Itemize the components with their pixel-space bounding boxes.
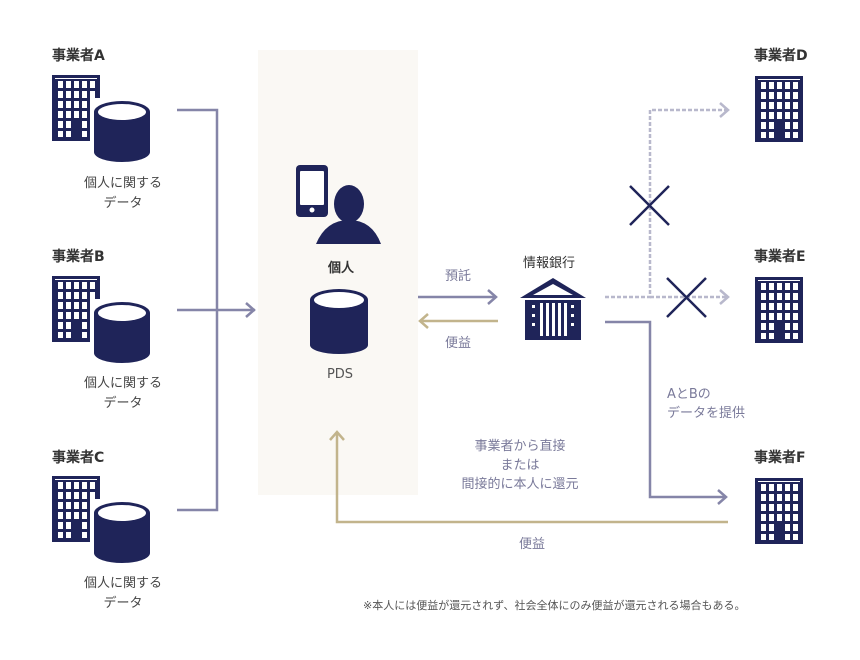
- phone-icon: [296, 165, 328, 217]
- benefit-from-bank-arrow: [418, 313, 498, 329]
- provider-a-data-label: 個人に関する データ: [68, 174, 178, 214]
- pds-database-icon: [310, 289, 368, 354]
- data-label-line: 個人に関する: [83, 576, 162, 591]
- pds-panel: [258, 50, 418, 495]
- provider-e-building-icon: [755, 277, 803, 343]
- provider-c-data-label: 個人に関する データ: [68, 574, 178, 614]
- dotted-arrowheads: [719, 102, 730, 305]
- benefit-return-arrow: [329, 430, 728, 524]
- provider-f-building-icon: [755, 478, 803, 544]
- deposit-label: 預託: [444, 269, 471, 284]
- pds-label: PDS: [326, 367, 354, 382]
- provide-line: データを提供: [667, 406, 746, 421]
- footnote: ※本人には便益が還元されず、社会全体にのみ便益が還元される場合もある。: [363, 599, 746, 612]
- data-label-line: 個人に関する: [83, 176, 162, 191]
- provide-line: AとBの: [667, 387, 711, 402]
- benefit-bottom-label: 便益: [518, 537, 545, 552]
- provider-f-label: 事業者F: [754, 450, 806, 466]
- data-label-line: データ: [103, 196, 143, 211]
- bank-icon: [520, 278, 586, 340]
- return-line: または: [500, 458, 540, 473]
- data-label-line: データ: [103, 396, 143, 411]
- return-line: 間接的に本人に還元: [461, 477, 579, 492]
- person-icon: [316, 185, 381, 244]
- provider-to-pds-arrow: [177, 108, 256, 512]
- return-description: 事業者から直接 または 間接的に本人に還元: [440, 437, 600, 494]
- information-bank-label: 情報銀行: [523, 256, 576, 271]
- provider-a-icon: [52, 75, 154, 168]
- dotted-flow-to-d-e: [605, 108, 728, 299]
- provider-b-label: 事業者B: [52, 249, 105, 265]
- provider-b-data-label: 個人に関する データ: [68, 374, 178, 414]
- provider-c-label: 事業者C: [52, 450, 105, 466]
- benefit-label: 便益: [444, 336, 471, 351]
- deposit-arrow: [418, 289, 498, 305]
- provider-d-building-icon: [755, 76, 803, 142]
- provide-to-f-arrow: [605, 320, 728, 505]
- provider-c-icon: [52, 476, 154, 569]
- provider-d-label: 事業者D: [754, 48, 808, 64]
- provider-b-icon: [52, 276, 154, 369]
- data-label-line: データ: [103, 596, 143, 611]
- provider-a-label: 事業者A: [52, 48, 105, 64]
- provider-e-label: 事業者E: [754, 249, 806, 265]
- person-label: 個人: [328, 261, 355, 276]
- return-line: 事業者から直接: [474, 439, 566, 454]
- data-label-line: 個人に関する: [83, 376, 162, 391]
- provide-data-label: AとBの データを提供: [667, 385, 745, 423]
- blocked-x-icon: [629, 185, 707, 318]
